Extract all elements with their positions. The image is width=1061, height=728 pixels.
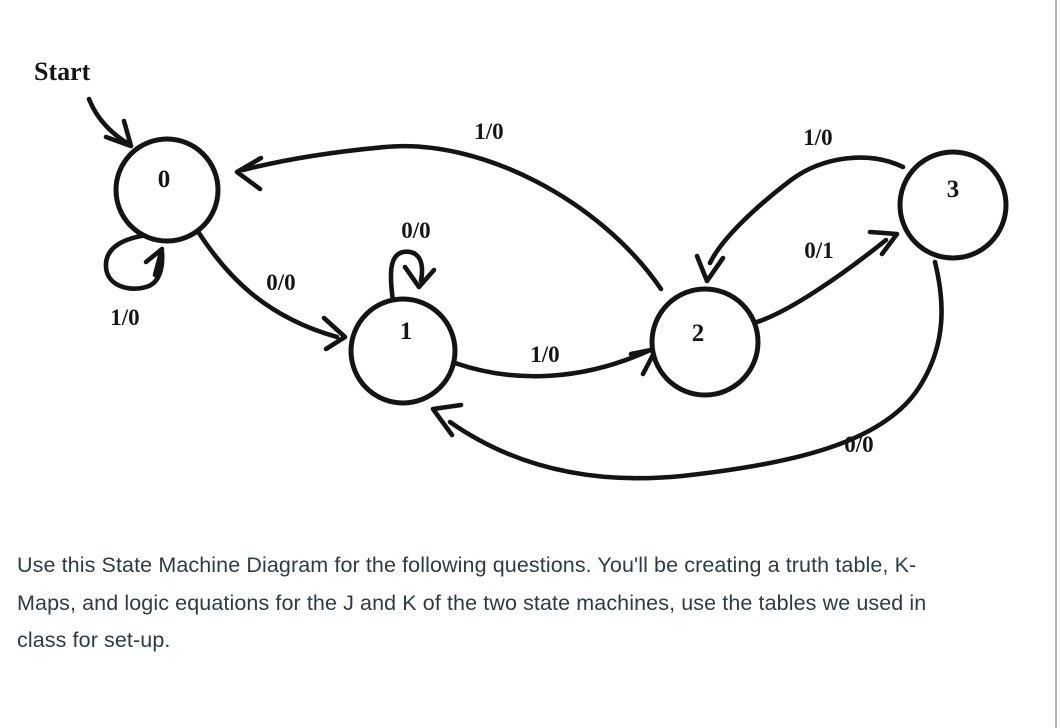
start-arrowhead-icon bbox=[103, 118, 134, 149]
transition-label-0-to-1: 0/0 bbox=[266, 270, 295, 295]
transition-label-3-to-1: 0/0 bbox=[844, 432, 873, 457]
start-label: Start bbox=[34, 57, 91, 86]
instructions-text: Use this State Machine Diagram for the f… bbox=[17, 553, 927, 652]
transition-label-1-to-1: 0/0 bbox=[401, 218, 430, 243]
state-machine-diagram: Start 0 1 2 3 1/0 0/0 0/0 1/0 1/0 0/1 1/… bbox=[34, 57, 1009, 481]
transition-label-1-to-2: 1/0 bbox=[530, 342, 559, 367]
transition-arrow-0-to-1 bbox=[194, 227, 340, 340]
transition-arrow-3-to-1 bbox=[447, 259, 944, 481]
transition-label-3-to-2: 1/0 bbox=[803, 125, 832, 150]
transition-arrow-1-to-2 bbox=[452, 348, 651, 379]
arrowhead-0-to-1-icon bbox=[321, 315, 348, 352]
arrowhead-3-to-1-icon bbox=[430, 402, 464, 438]
state-circle-1 bbox=[348, 296, 458, 406]
arrowhead-0-to-0-icon bbox=[143, 246, 165, 278]
arrowhead-2-to-3-icon bbox=[867, 229, 900, 257]
arrowhead-2-to-0-icon bbox=[234, 155, 264, 192]
transition-label-2-to-3: 0/1 bbox=[804, 238, 833, 263]
state-label-3: 3 bbox=[947, 176, 960, 203]
transition-label-0-to-0: 1/0 bbox=[110, 305, 139, 330]
transition-label-2-to-0: 1/0 bbox=[474, 119, 503, 144]
transition-arrow-2-to-0 bbox=[240, 143, 664, 292]
transition-arrow-0-to-0 bbox=[103, 232, 165, 291]
diagram-canvas: Start 0 1 2 3 1/0 0/0 0/0 1/0 1/0 0/1 1/… bbox=[34, 57, 1009, 481]
state-circle-2 bbox=[649, 286, 761, 398]
start-arrow bbox=[86, 96, 130, 146]
right-pane-divider bbox=[1055, 0, 1057, 728]
state-circle-3 bbox=[897, 149, 1009, 261]
state-circle-0 bbox=[113, 136, 221, 244]
state-label-0: 0 bbox=[158, 166, 171, 193]
state-label-2: 2 bbox=[692, 320, 705, 347]
transition-arrow-1-to-1 bbox=[388, 249, 425, 304]
arrowhead-3-to-2-icon bbox=[694, 253, 726, 284]
state-label-1: 1 bbox=[400, 318, 413, 345]
transition-arrow-2-to-3 bbox=[754, 237, 889, 325]
transition-arrow-3-to-2 bbox=[707, 155, 906, 266]
arrowhead-1-to-1-icon bbox=[402, 264, 437, 290]
